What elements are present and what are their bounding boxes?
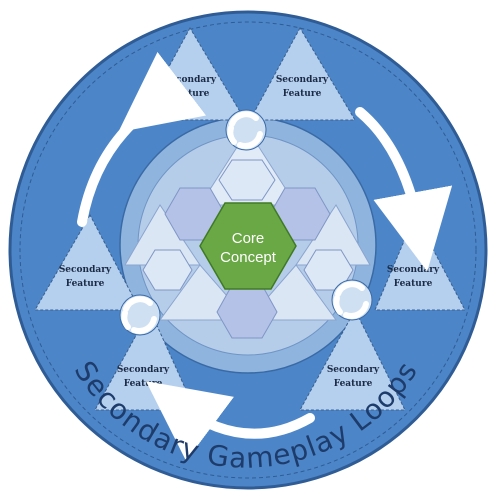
feature-label-right-1: Secondary — [387, 265, 440, 275]
feature-triangle-left — [34, 213, 141, 311]
core-label-line2: Concept — [220, 249, 277, 266]
cycle-arrows-icon — [331, 279, 373, 321]
cycle-icons — [119, 109, 373, 336]
cycle-arrows-icon — [225, 109, 267, 151]
feature-label-bottom-left-1: Secondary — [117, 365, 170, 375]
feature-label-bottom-left-2: Feature — [124, 379, 163, 389]
loop-arrows — [77, 51, 453, 461]
outer-ring-dash — [19, 21, 477, 479]
hexagons — [142, 159, 354, 339]
feature-label-bottom-right-1: Secondary — [327, 365, 380, 375]
curved-arrow-icon — [355, 107, 453, 272]
curved-arrow-icon — [77, 51, 207, 227]
feature-label-right-2: Feature — [394, 279, 433, 289]
hex-left-low — [142, 249, 193, 291]
cycle-arrows-icon — [119, 294, 161, 336]
curved-arrow-icon — [145, 381, 315, 461]
hex-top — [218, 159, 276, 201]
feature-triangle-bottom-right — [299, 308, 406, 411]
feature-label-left-2: Feature — [66, 279, 105, 289]
feature-label-top-right-2: Feature — [283, 89, 322, 99]
core-label-line1: Core — [232, 230, 265, 247]
feature-label-top-left-2: Feature — [171, 89, 210, 99]
feature-label-top-right-1: Secondary — [276, 75, 329, 85]
core-hexagon — [199, 202, 297, 290]
feature-label-left-1: Secondary — [59, 265, 112, 275]
feature-label-bottom-right-2: Feature — [334, 379, 373, 389]
feature-label-top-left-1: Secondary — [164, 75, 217, 85]
feature-triangle-top-right — [249, 26, 356, 121]
